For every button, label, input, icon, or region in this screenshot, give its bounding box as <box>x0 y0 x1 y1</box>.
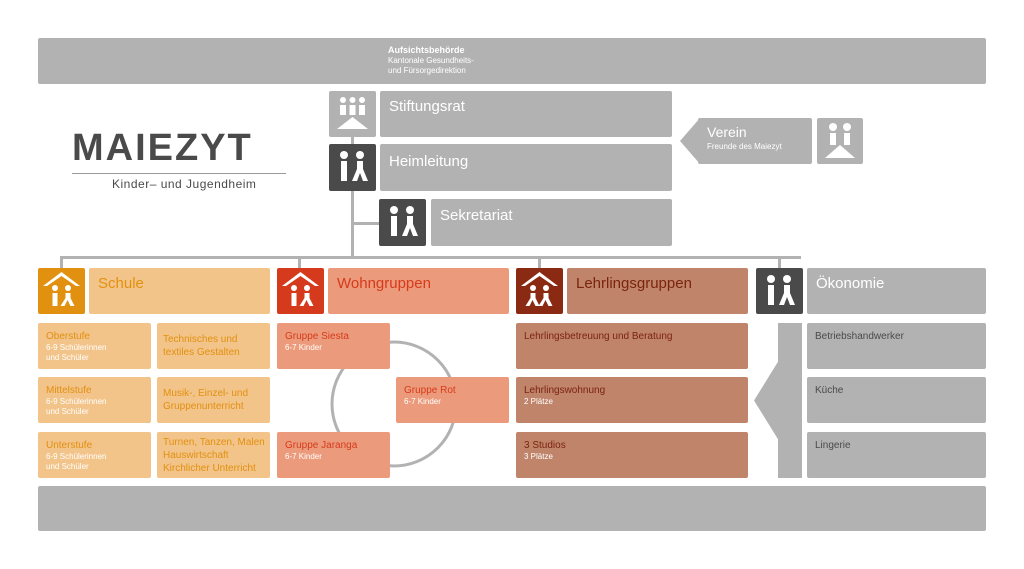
aufsichtsbehoerde-bar: Aufsichtsbehörde Kantonale Gesundheits- … <box>38 38 986 84</box>
mittelstufe-title: Mittelstufe <box>46 385 92 396</box>
gruppe-jaranga-sub: 6-7 Kinder <box>285 452 322 461</box>
gruppe-siesta-sub: 6-7 Kinder <box>285 343 322 352</box>
studios-sub: 3 Plätze <box>524 452 553 461</box>
connector-drop-wohngruppen <box>298 256 301 268</box>
house-people-icon <box>282 272 319 306</box>
house-people-icon <box>43 272 80 306</box>
sekretariat-label: Sekretariat <box>440 207 513 224</box>
logo: MAIEZYT Kinder– und Jugendheim <box>72 128 286 194</box>
schule-label: Schule <box>98 275 144 292</box>
gruppe-jaranga-title: Gruppe Jaranga <box>285 440 358 451</box>
oekonomie-icon-box <box>756 268 803 314</box>
betriebshandwerker-box: Betriebshandwerker <box>807 323 986 369</box>
connector-drop-schule <box>60 256 63 268</box>
oberstufe-l2: und Schüler <box>46 353 89 362</box>
turnen-l3: Kirchlicher Unterricht <box>163 463 256 474</box>
gestalten-box: Technisches und textiles Gestalten <box>157 323 270 369</box>
studios-title: 3 Studios <box>524 440 566 451</box>
gruppe-jaranga-box: Gruppe Jaranga 6-7 Kinder <box>277 432 390 478</box>
group-people-icon <box>337 97 368 129</box>
lingerie-label: Lingerie <box>815 440 851 451</box>
stiftungsrat-box: Stiftungsrat <box>380 91 672 137</box>
lehrlingsbetreuung-title: Lehrlingsbetreuung und Beratung <box>524 331 673 342</box>
gruppe-siesta-title: Gruppe Siesta <box>285 331 349 342</box>
unterstufe-l2: und Schüler <box>46 462 89 471</box>
two-people-icon <box>825 123 855 158</box>
sekretariat-box: Sekretariat <box>431 199 672 246</box>
oekonomie-box: Ökonomie <box>807 268 986 314</box>
kueche-label: Küche <box>815 385 844 396</box>
lehrlingswohnung-box: Lehrlingswohnung 2 Plätze <box>516 377 748 423</box>
connector-vertical-main <box>351 136 354 258</box>
mittelstufe-l2: und Schüler <box>46 407 89 416</box>
schule-box: Schule <box>89 268 270 314</box>
oekonomie-arrow <box>754 323 802 478</box>
logo-wordmark: MAIEZYT <box>72 127 253 169</box>
unterstufe-title: Unterstufe <box>46 440 93 451</box>
bottom-bar <box>38 486 986 531</box>
musik-l1: Musik-, Einzel- und <box>163 388 249 399</box>
connector-drop-lehrlinge <box>538 256 541 268</box>
two-people-icon <box>340 151 368 181</box>
lehrlingsbetreuung-box: Lehrlingsbetreuung und Beratung <box>516 323 748 369</box>
gruppe-siesta-box: Gruppe Siesta 6-7 Kinder <box>277 323 390 369</box>
two-people-icon <box>390 206 418 236</box>
connector-drop-oekonomie <box>778 256 781 268</box>
wohngruppen-box: Wohngruppen <box>328 268 509 314</box>
oberstufe-box: Oberstufe 6-9 Schülerinnen und Schüler <box>38 323 151 369</box>
lehrlingswohnung-sub: 2 Plätze <box>524 397 553 406</box>
mittelstufe-box: Mittelstufe 6-9 Schülerinnen und Schüler <box>38 377 151 423</box>
connector-horizontal <box>60 256 801 259</box>
gruppe-rot-box: Gruppe Rot 6-7 Kinder <box>396 377 509 423</box>
musik-l2: Gruppenunterricht <box>163 401 244 412</box>
stiftungsrat-label: Stiftungsrat <box>389 98 465 115</box>
oberstufe-title: Oberstufe <box>46 331 90 342</box>
mittelstufe-l1: 6-9 Schülerinnen <box>46 397 107 406</box>
studios-box: 3 Studios 3 Plätze <box>516 432 748 478</box>
house-people-icon <box>521 272 558 306</box>
turnen-l1: Turnen, Tanzen, Malen <box>163 437 265 448</box>
lehrlingsgruppen-label: Lehrlingsgruppen <box>576 275 692 292</box>
gestalten-l1: Technisches und <box>163 334 238 345</box>
unterstufe-l1: 6-9 Schülerinnen <box>46 452 107 461</box>
lehrlingswohnung-title: Lehrlingswohnung <box>524 385 606 396</box>
lehrlingsgruppen-box: Lehrlingsgruppen <box>567 268 748 314</box>
wohngruppen-label: Wohngruppen <box>337 275 431 292</box>
heimleitung-label: Heimleitung <box>389 153 469 170</box>
oekonomie-label: Ökonomie <box>816 275 885 292</box>
schule-icon-box <box>38 268 85 314</box>
logo-tagline: Kinder– und Jugendheim <box>112 177 257 191</box>
stiftungsrat-icon-box <box>329 91 376 137</box>
lehrlingsgruppen-icon-box <box>516 268 563 314</box>
logo-underline <box>72 173 286 174</box>
aufsichtsbehoerde-line1: Kantonale Gesundheits- <box>388 56 474 65</box>
oberstufe-l1: 6-9 Schülerinnen <box>46 343 107 352</box>
musik-box: Musik-, Einzel- und Gruppenunterricht <box>157 377 270 423</box>
verein-sub: Freunde des Maiezyt <box>707 142 782 151</box>
turnen-l2: Hauswirtschaft <box>163 450 229 461</box>
verein-label: Verein <box>707 124 747 140</box>
turnen-box: Turnen, Tanzen, Malen Hauswirtschaft Kir… <box>157 432 270 478</box>
sekretariat-icon-box <box>379 199 426 246</box>
betriebshandwerker-label: Betriebshandwerker <box>815 331 904 342</box>
wohngruppen-icon-box <box>277 268 324 314</box>
gruppe-rot-sub: 6-7 Kinder <box>404 397 441 406</box>
aufsichtsbehoerde-title: Aufsichtsbehörde <box>388 45 465 55</box>
aufsichtsbehoerde-line2: und Fürsorgedirektion <box>388 66 466 75</box>
verein-icon-box <box>817 118 863 164</box>
connector-sekretariat <box>351 222 379 225</box>
gruppe-rot-title: Gruppe Rot <box>404 385 456 396</box>
heimleitung-box: Heimleitung <box>380 144 672 191</box>
unterstufe-box: Unterstufe 6-9 Schülerinnen und Schüler <box>38 432 151 478</box>
kueche-box: Küche <box>807 377 986 423</box>
two-people-icon <box>767 275 795 305</box>
verein-arrow <box>680 118 700 164</box>
heimleitung-icon-box <box>329 144 376 191</box>
gestalten-l2: textiles Gestalten <box>163 347 240 358</box>
verein-box: Verein Freunde des Maiezyt <box>698 118 812 164</box>
lingerie-box: Lingerie <box>807 432 986 478</box>
